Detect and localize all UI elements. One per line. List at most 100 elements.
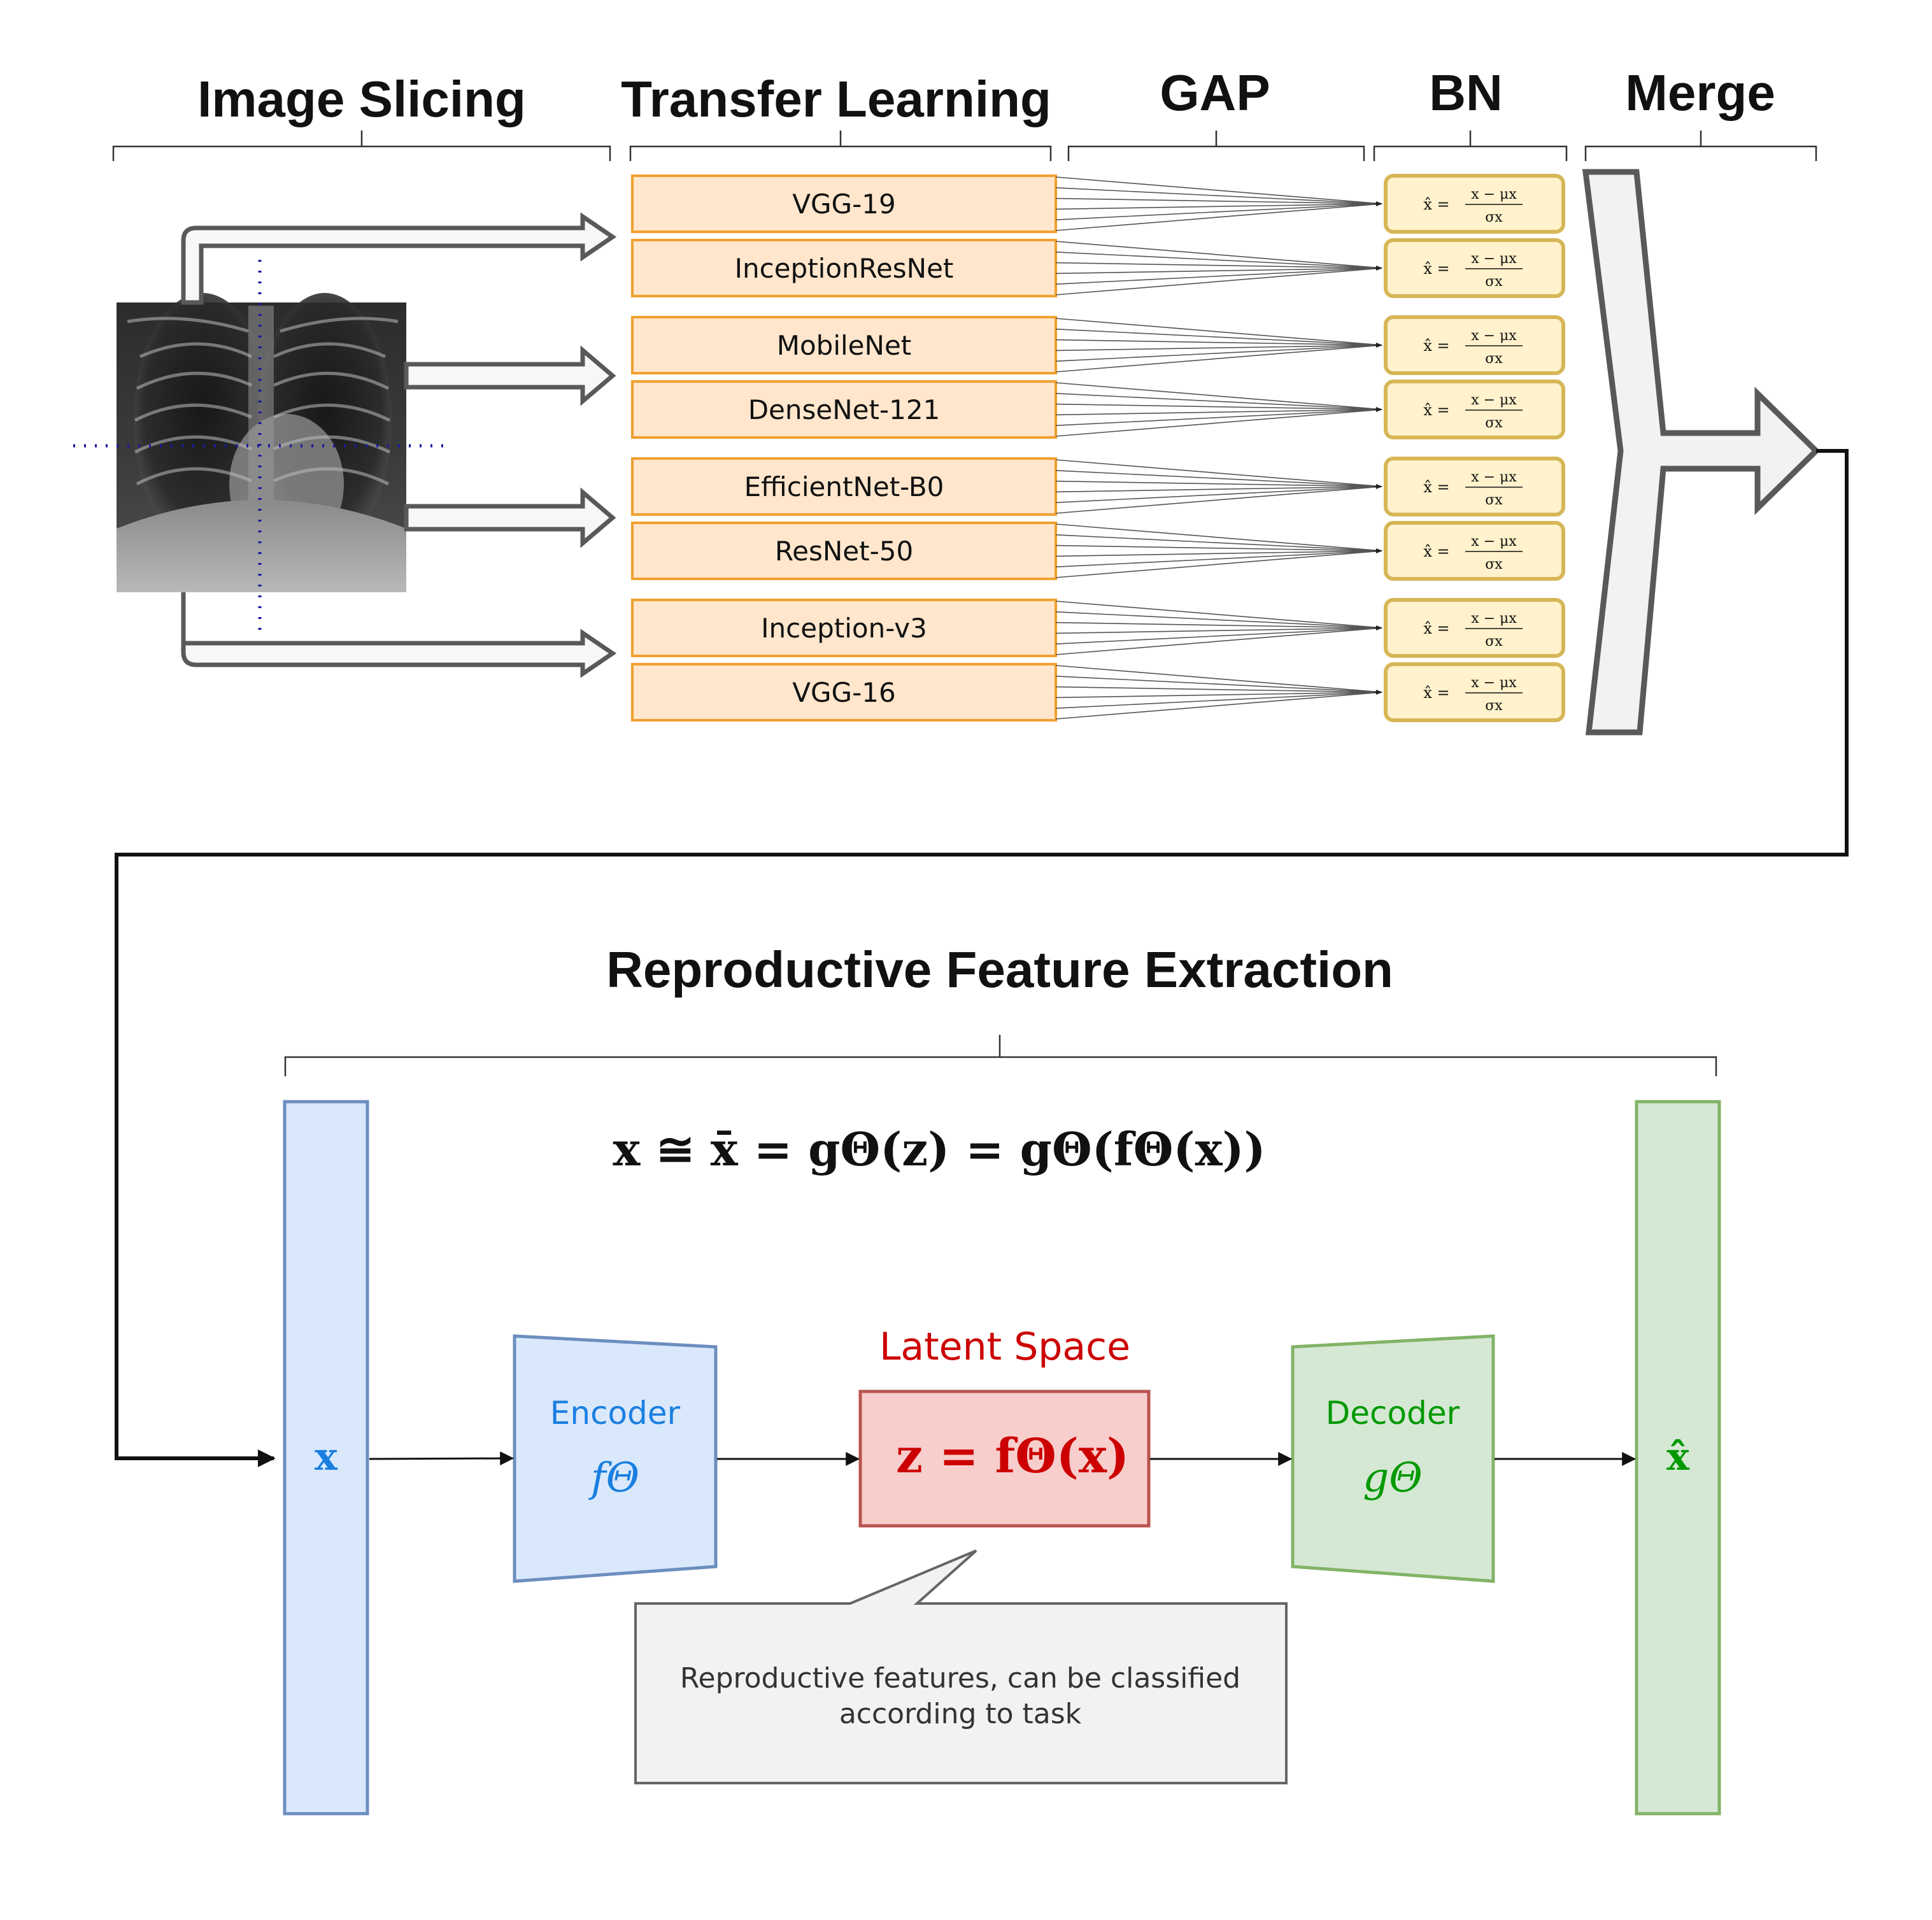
gap-fan [1055, 241, 1382, 295]
gap-line [1055, 403, 1382, 410]
gap-line [1055, 345, 1382, 352]
gap-line [1055, 187, 1382, 204]
gap-fan [1055, 665, 1382, 720]
gap-line [1055, 550, 1382, 557]
slice-arrow-4 [181, 592, 617, 678]
bn-box-rect [1384, 315, 1565, 375]
bn-formula-lhs: x̂ = [1423, 684, 1449, 702]
model-box: DenseNet-121 [631, 380, 1057, 439]
gap-line [1055, 262, 1382, 269]
model-box-rect [631, 457, 1057, 516]
gap-line [1055, 627, 1382, 634]
merge-arrow [1582, 169, 1821, 736]
slice-arrows [181, 212, 617, 678]
gap-line [1055, 550, 1382, 578]
bn-box: x̂ = x − μx σx [1384, 598, 1565, 658]
bn-formula-denominator: σx [1485, 634, 1503, 650]
bn-formula-denominator: σx [1485, 698, 1503, 714]
flow-arrows [369, 1451, 1637, 1466]
gap-line [1055, 267, 1382, 285]
gap-line [1055, 622, 1382, 629]
bn-formula-numerator: x − μx [1471, 611, 1517, 627]
bn-formula-numerator: x − μx [1471, 187, 1517, 203]
bn-formula-numerator: x − μx [1471, 328, 1517, 344]
bn-formula-denominator: σx [1485, 274, 1503, 290]
input-vector-x [283, 1100, 369, 1816]
gap-line [1055, 692, 1382, 709]
slice-arrow-3 [404, 487, 616, 548]
heading-merge: Merge [1625, 64, 1775, 121]
gap-line [1055, 459, 1382, 487]
model-box: VGG-19 [631, 174, 1057, 233]
bn-box-rect [1384, 521, 1565, 581]
gap-fan [1055, 318, 1382, 373]
gap-line [1055, 203, 1382, 220]
bn-formula-lhs: x̂ = [1423, 401, 1449, 419]
heading-image-slicing: Image Slicing [197, 71, 526, 127]
output-vector-xhat [1635, 1100, 1721, 1816]
input-label-x: x [315, 1435, 338, 1479]
heading-bn: BN [1429, 64, 1503, 121]
gap-line [1055, 197, 1382, 204]
latent-equation: z = fΘ(x) [896, 1429, 1129, 1484]
model-label: VGG-16 [792, 677, 895, 708]
gap-line [1055, 550, 1382, 567]
decoder-function: gΘ [1363, 1454, 1422, 1502]
model-box-rect [631, 380, 1057, 439]
gap-line [1055, 409, 1382, 416]
chest-xray-image [73, 260, 452, 637]
bn-formula-denominator: σx [1485, 557, 1503, 572]
model-box: ResNet-50 [631, 522, 1057, 580]
bn-formula-lhs: x̂ = [1423, 196, 1449, 213]
model-label: Inception-v3 [761, 613, 927, 644]
gap-line [1055, 382, 1382, 410]
callout-text-line1: Reproductive features, can be classified [680, 1662, 1240, 1695]
gap-line [1055, 318, 1382, 346]
gap-fan [1055, 176, 1382, 231]
bn-box-rect [1384, 662, 1565, 722]
model-box: MobileNet [631, 316, 1057, 374]
model-box: EfficientNet-B0 [631, 457, 1057, 516]
bn-formula-lhs: x̂ = [1423, 478, 1449, 496]
gap-fan [1055, 382, 1382, 437]
bn-formula-lhs: x̂ = [1423, 620, 1449, 637]
connector-line [115, 449, 1849, 1467]
gap-fan [1055, 601, 1382, 655]
slice-arrow-2 [404, 345, 616, 406]
model-box-rect [631, 522, 1057, 580]
gap-line [1055, 692, 1382, 720]
gap-line [1055, 486, 1382, 503]
gap-line [1055, 627, 1382, 655]
gap-line [1055, 544, 1382, 551]
gap-line [1055, 176, 1382, 204]
gap-connections [1055, 176, 1382, 720]
bn-formula-numerator: x − μx [1471, 392, 1517, 408]
heading-brackets [112, 131, 1817, 161]
model-box: InceptionResNet [631, 239, 1057, 297]
model-box-rect [631, 239, 1057, 297]
gap-line [1055, 409, 1382, 437]
model-box: Inception-v3 [631, 599, 1057, 657]
slice-arrow-1 [181, 212, 617, 305]
model-box-rect [631, 316, 1057, 374]
gap-line [1055, 470, 1382, 487]
bn-box-rect [1384, 598, 1565, 658]
gap-line [1055, 534, 1382, 551]
gap-line [1055, 480, 1382, 487]
heading-transfer-learning: Transfer Learning [621, 71, 1051, 127]
bn-formula-lhs: x̂ = [1423, 543, 1449, 560]
gap-line [1055, 611, 1382, 629]
gap-line [1055, 486, 1382, 493]
feature-extraction-bracket [284, 1035, 1717, 1076]
gap-line [1055, 692, 1382, 699]
bn-formula-denominator: σx [1485, 351, 1503, 367]
gap-line [1055, 409, 1382, 426]
heading-gap: GAP [1160, 64, 1270, 121]
encoder-function: fΘ [588, 1454, 639, 1502]
